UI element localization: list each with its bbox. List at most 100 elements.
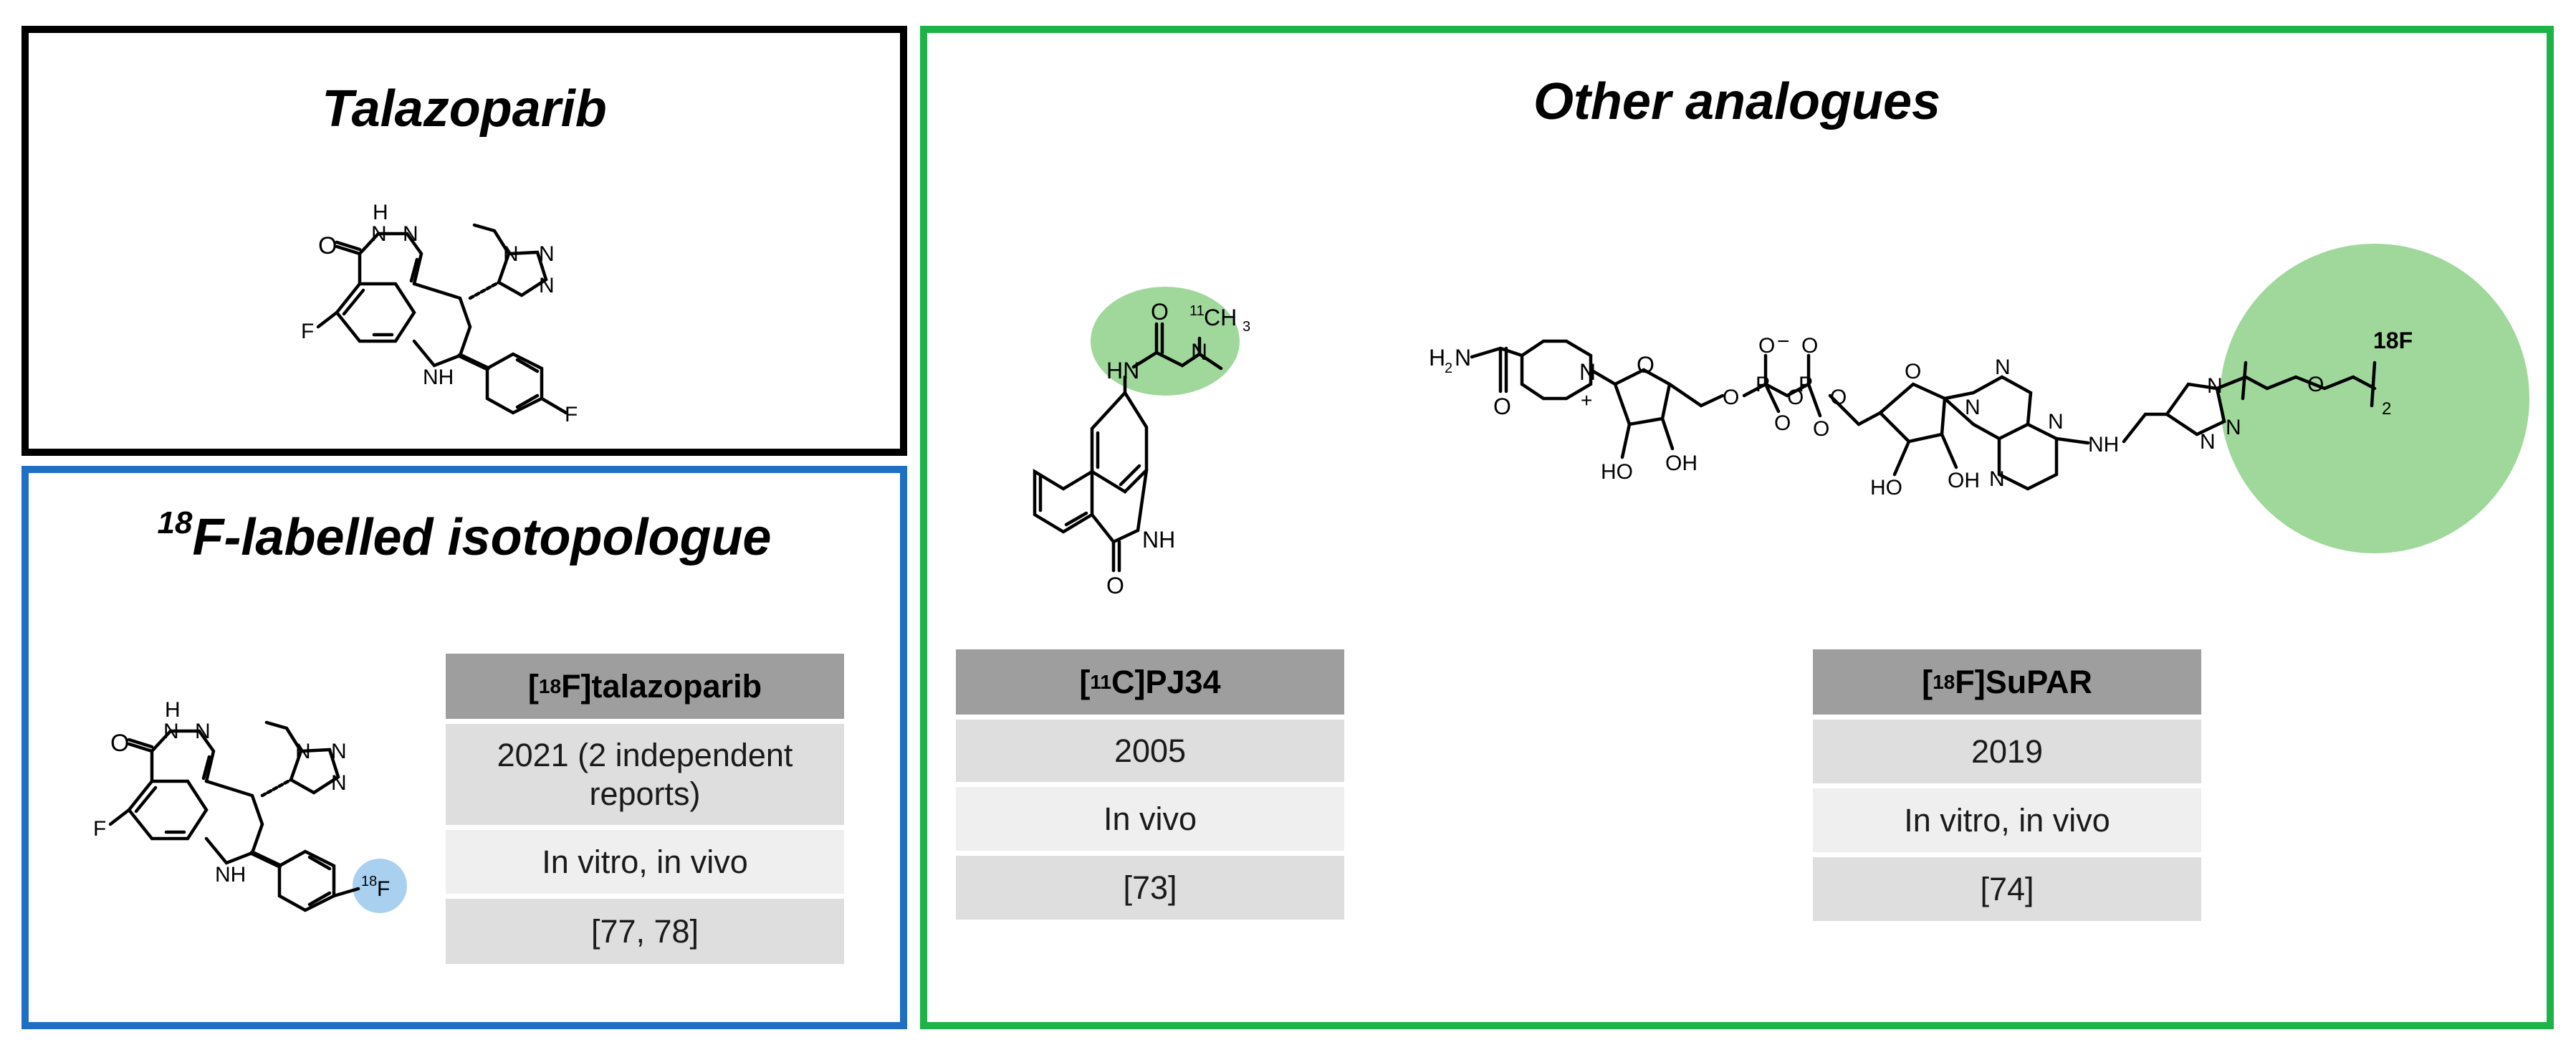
phosphorus-label: P bbox=[1756, 373, 1770, 396]
oxygen-label: O bbox=[1830, 386, 1847, 409]
table-refs-cell: [74] bbox=[1813, 857, 2201, 926]
supar-structure: H 2 N O N + O HO OH O P O − O O P O O O … bbox=[1429, 244, 2529, 553]
positive-charge: + bbox=[1581, 389, 1592, 411]
talazoparib-structure: O H N N F NH N N N F bbox=[301, 201, 578, 426]
oxygen-label: O bbox=[1774, 411, 1791, 435]
header-bracket: [ bbox=[1079, 663, 1091, 700]
pj34-structure: HN O N 11 CH 3 NH O bbox=[1033, 287, 1250, 598]
n-label: N bbox=[331, 740, 347, 763]
repeat-subscript: 2 bbox=[2382, 399, 2391, 419]
n-label: N bbox=[1989, 467, 2005, 491]
isotope-superscript: 18 bbox=[157, 505, 193, 540]
n-label: N bbox=[2226, 416, 2241, 439]
isotopologue-title-text: F-labelled isotopologue bbox=[192, 509, 772, 566]
nh-label: NH bbox=[1142, 527, 1175, 553]
n-label: N bbox=[1995, 355, 2011, 379]
fluorine-label: F bbox=[93, 817, 106, 841]
fluorine-label: F bbox=[565, 403, 578, 426]
n-label: N bbox=[539, 242, 555, 266]
pj34-highlight bbox=[1091, 287, 1240, 396]
n-label: N bbox=[295, 740, 311, 763]
header-compound: F]talazoparib bbox=[561, 667, 762, 705]
ch3-subscript: 3 bbox=[1242, 319, 1250, 335]
table-year-cell: 2005 bbox=[956, 720, 1344, 787]
hydroxyl-label: HO bbox=[1601, 460, 1633, 484]
hydroxyl-label: OH bbox=[1665, 452, 1698, 475]
hn-label: HN bbox=[1106, 358, 1139, 383]
fluorine-18-label: F bbox=[377, 877, 390, 901]
n-label: N bbox=[1965, 396, 1981, 419]
oxygen-label: O bbox=[1723, 386, 1739, 409]
table-study-cell: In vitro, in vivo bbox=[1813, 788, 2201, 857]
h-label: H bbox=[165, 698, 181, 722]
oxygen-label: O bbox=[1801, 334, 1818, 358]
oxygen-label: O bbox=[1813, 417, 1829, 441]
analogues-panel: Other analogues HN O N 11 CH 3 NH O bbox=[920, 26, 2554, 1029]
fluorine-18-label: 18F bbox=[2373, 328, 2413, 353]
header-compound: F]SuPAR bbox=[1955, 663, 2092, 700]
oxygen-label: O bbox=[1637, 352, 1655, 378]
pyridinium-n-label: N bbox=[1579, 359, 1596, 385]
h-label: H bbox=[373, 201, 388, 224]
n-label: N bbox=[163, 720, 179, 743]
oxygen-label: O bbox=[110, 730, 129, 757]
header-isotope: 11 bbox=[1090, 670, 1112, 693]
isotopologue-title: 18F-labelled isotopologue bbox=[29, 505, 900, 566]
table-study-cell: In vivo bbox=[956, 787, 1344, 856]
header-bracket: [ bbox=[1922, 663, 1933, 700]
nh-label: NH bbox=[423, 366, 454, 389]
isotope-number: 18 bbox=[361, 874, 377, 889]
oxygen-label: O bbox=[1758, 334, 1775, 358]
oxygen-label: O bbox=[1151, 299, 1169, 325]
amine-label: H bbox=[1429, 345, 1445, 371]
isotopologue-structure: O H N N F NH N N N 18 F bbox=[93, 698, 407, 913]
talazoparib-title: Talazoparib bbox=[322, 80, 607, 138]
n-label: N bbox=[195, 720, 211, 743]
n-label: N bbox=[2200, 430, 2216, 454]
table-year-cell: 2019 bbox=[1813, 720, 2201, 788]
n-label: N bbox=[331, 771, 347, 795]
hydroxyl-label: HO bbox=[1870, 476, 1902, 500]
oxygen-label: O bbox=[1106, 573, 1124, 598]
talazoparib-panel: Talazoparib O H N N F bbox=[21, 26, 907, 456]
header-isotope: 18 bbox=[1933, 670, 1955, 693]
isotopologue-panel: 18F-labelled isotopologue O H N N F NH N… bbox=[21, 466, 907, 1029]
amine-n-label: N bbox=[1455, 345, 1471, 371]
header-compound: C]PJ34 bbox=[1111, 663, 1221, 700]
nh-label: NH bbox=[2088, 433, 2119, 457]
oxygen-label: O bbox=[318, 232, 337, 259]
n-label: N bbox=[503, 242, 519, 266]
oxygen-label: O bbox=[2307, 373, 2324, 396]
nh-label: NH bbox=[215, 863, 246, 887]
amine-subscript: 2 bbox=[1445, 361, 1452, 376]
ch3-label: CH bbox=[1204, 305, 1237, 330]
carbon-11-isotope: 11 bbox=[1189, 303, 1205, 319]
n-label: N bbox=[403, 222, 418, 246]
n-label: N bbox=[2048, 410, 2064, 434]
negative-charge: − bbox=[1777, 330, 1790, 353]
hydroxyl-label: OH bbox=[1948, 469, 1980, 492]
table-study-cell: In vitro, in vivo bbox=[446, 830, 844, 899]
header-bracket: [ bbox=[527, 667, 539, 705]
header-isotope: 18 bbox=[538, 674, 562, 697]
table-year-cell: 2021 (2 independent reports) bbox=[446, 724, 844, 830]
n-label: N bbox=[2207, 374, 2223, 398]
fluorine-label: F bbox=[301, 320, 314, 343]
isotope-highlight bbox=[353, 859, 407, 913]
analogues-title: Other analogues bbox=[1533, 73, 1941, 130]
oxygen-label: O bbox=[1905, 360, 1921, 383]
n-label: N bbox=[1191, 339, 1207, 365]
n-label: N bbox=[539, 274, 555, 297]
phosphorus-label: P bbox=[1799, 373, 1813, 396]
supar-highlight bbox=[2220, 244, 2529, 553]
table-refs-cell: [73] bbox=[956, 856, 1344, 925]
oxygen-label: O bbox=[1787, 386, 1804, 409]
oxygen-label: O bbox=[1493, 393, 1511, 419]
n-label: N bbox=[371, 222, 387, 246]
